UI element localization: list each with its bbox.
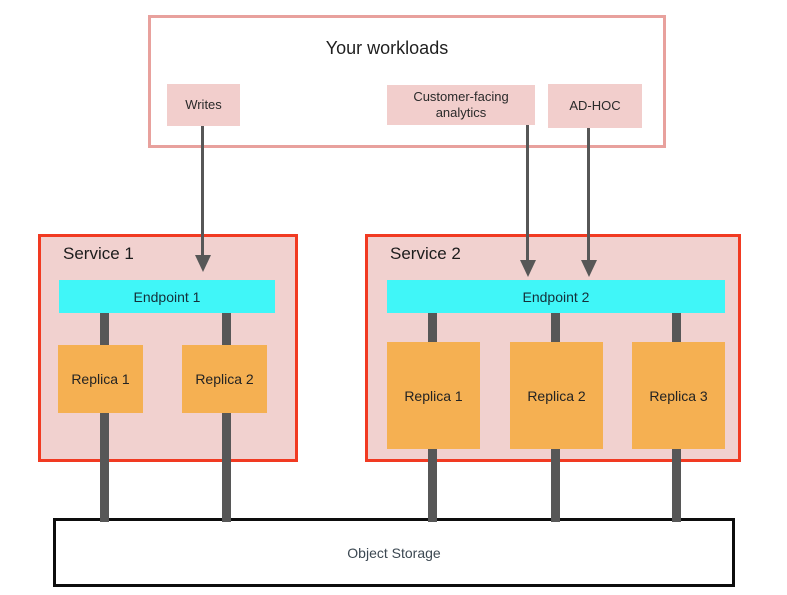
- object-storage-label: Object Storage: [347, 544, 441, 561]
- connector-s2replica3-storage: [672, 449, 681, 522]
- connector-endpoint1-replica2: [222, 313, 231, 345]
- arrow-analytics-to-endpoint2-shaft: [526, 125, 529, 262]
- service1-title: Service 1: [63, 244, 134, 263]
- arrow-writes-to-endpoint1-head: [195, 255, 211, 272]
- service1-replica1: Replica 1: [58, 345, 143, 413]
- connector-s1replica1-storage: [100, 413, 109, 522]
- service2-endpoint: Endpoint 2: [387, 280, 725, 313]
- connector-s2replica1-storage: [428, 449, 437, 522]
- arrow-analytics-to-endpoint2-head: [520, 260, 536, 277]
- arrow-writes-to-endpoint1-shaft: [201, 126, 204, 258]
- connector-endpoint2-replica1: [428, 313, 437, 342]
- arrow-adhoc-to-endpoint2-head: [581, 260, 597, 277]
- service2-replica1: Replica 1: [387, 342, 480, 449]
- connector-endpoint1-replica1: [100, 313, 109, 345]
- workloads-title: Your workloads: [325, 38, 449, 58]
- service2-replica2: Replica 2: [510, 342, 603, 449]
- connector-endpoint2-replica2: [551, 313, 560, 342]
- service2-title: Service 2: [390, 244, 461, 263]
- service1-replica2: Replica 2: [182, 345, 267, 413]
- workload-ad-hoc: AD-HOC: [548, 84, 642, 128]
- connector-s2replica2-storage: [551, 449, 560, 522]
- arrow-adhoc-to-endpoint2-shaft: [587, 128, 590, 262]
- connector-endpoint2-replica3: [672, 313, 681, 342]
- workload-writes: Writes: [167, 84, 240, 126]
- object-storage: Object Storage: [53, 518, 735, 587]
- connector-s1replica2-storage: [222, 413, 231, 522]
- workload-customer-facing-analytics: Customer-facing analytics: [387, 85, 535, 125]
- service1-endpoint: Endpoint 1: [59, 280, 275, 313]
- service2-replica3: Replica 3: [632, 342, 725, 449]
